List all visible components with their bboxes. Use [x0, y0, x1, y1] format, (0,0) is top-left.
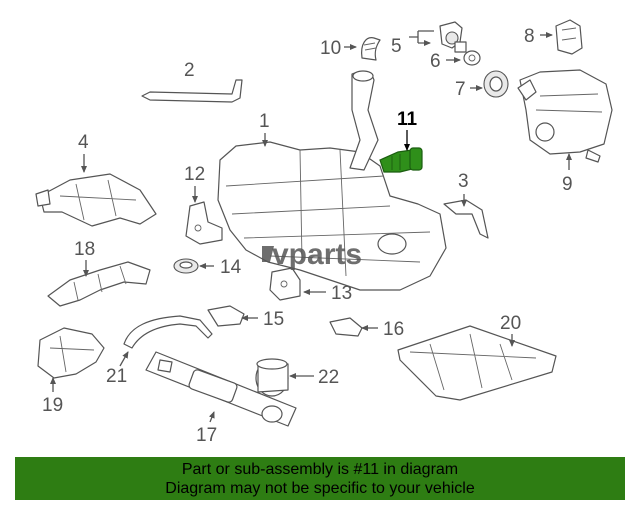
part-6-washer[interactable] [463, 50, 481, 66]
part-7-seal[interactable] [483, 70, 509, 98]
callout-12: 12 [184, 164, 205, 185]
watermark: vparts [262, 238, 362, 271]
part-2-strap[interactable] [141, 79, 243, 103]
callout-8: 8 [524, 26, 535, 47]
banner-line-2: Diagram may not be specific to your vehi… [165, 480, 475, 497]
callout-9: 9 [562, 174, 573, 195]
callout-15: 15 [263, 309, 284, 330]
callout-14: 14 [220, 257, 242, 278]
leader-lines [50, 30, 572, 423]
callout-1: 1 [259, 111, 270, 132]
callout-7: 7 [455, 79, 466, 100]
callout-16: 16 [383, 319, 404, 340]
part-16-clip[interactable] [329, 317, 363, 337]
info-banner: Part or sub-assembly is #11 in diagram D… [15, 457, 625, 500]
callout-6: 6 [430, 51, 441, 72]
part-17-pump-kit[interactable] [145, 351, 297, 427]
callout-19: 19 [42, 395, 63, 416]
part-12-bracket[interactable] [185, 201, 223, 245]
part-19-bracket[interactable] [37, 327, 105, 379]
callout-numbers: 10 5 6 7 8 9 1 11 3 2 4 12 14 13 18 15 1… [42, 26, 573, 446]
part-4-bracket[interactable] [35, 173, 157, 227]
part-18-crossmember[interactable] [47, 261, 151, 307]
part-8-bracket[interactable] [555, 19, 583, 55]
part-13-bracket[interactable] [269, 267, 301, 301]
callout-4: 4 [78, 132, 89, 153]
callout-11-highlighted: 11 [397, 109, 418, 130]
watermark-text: vparts [272, 238, 362, 271]
callout-2: 2 [184, 60, 195, 81]
callout-3: 3 [458, 171, 469, 192]
part-15-clip[interactable] [207, 305, 245, 327]
parts-diagram: vparts 10 5 6 7 8 9 1 11 3 2 4 12 14 13 … [35, 19, 613, 446]
part-5-valve[interactable] [439, 21, 467, 53]
part-3-shield[interactable] [443, 199, 489, 239]
part-11-fitting[interactable] [379, 147, 423, 173]
banner-line-1: Part or sub-assembly is #11 in diagram [181, 461, 459, 478]
part-10-hose[interactable] [361, 37, 381, 61]
part-1-fuel-tank[interactable] [217, 70, 447, 291]
callout-18: 18 [74, 239, 95, 260]
callout-5: 5 [391, 36, 402, 57]
part-21-hose[interactable] [123, 315, 213, 349]
callout-22: 22 [318, 367, 339, 388]
part-20-skid-plate[interactable] [397, 325, 557, 401]
callout-20: 20 [500, 313, 521, 334]
callout-13: 13 [331, 283, 352, 304]
part-22-filter[interactable] [255, 358, 289, 397]
callout-17: 17 [196, 425, 217, 446]
callout-10: 10 [320, 38, 341, 59]
part-9-tank[interactable] [517, 69, 613, 163]
callout-21: 21 [106, 366, 127, 387]
part-14-grommet[interactable] [173, 258, 199, 274]
